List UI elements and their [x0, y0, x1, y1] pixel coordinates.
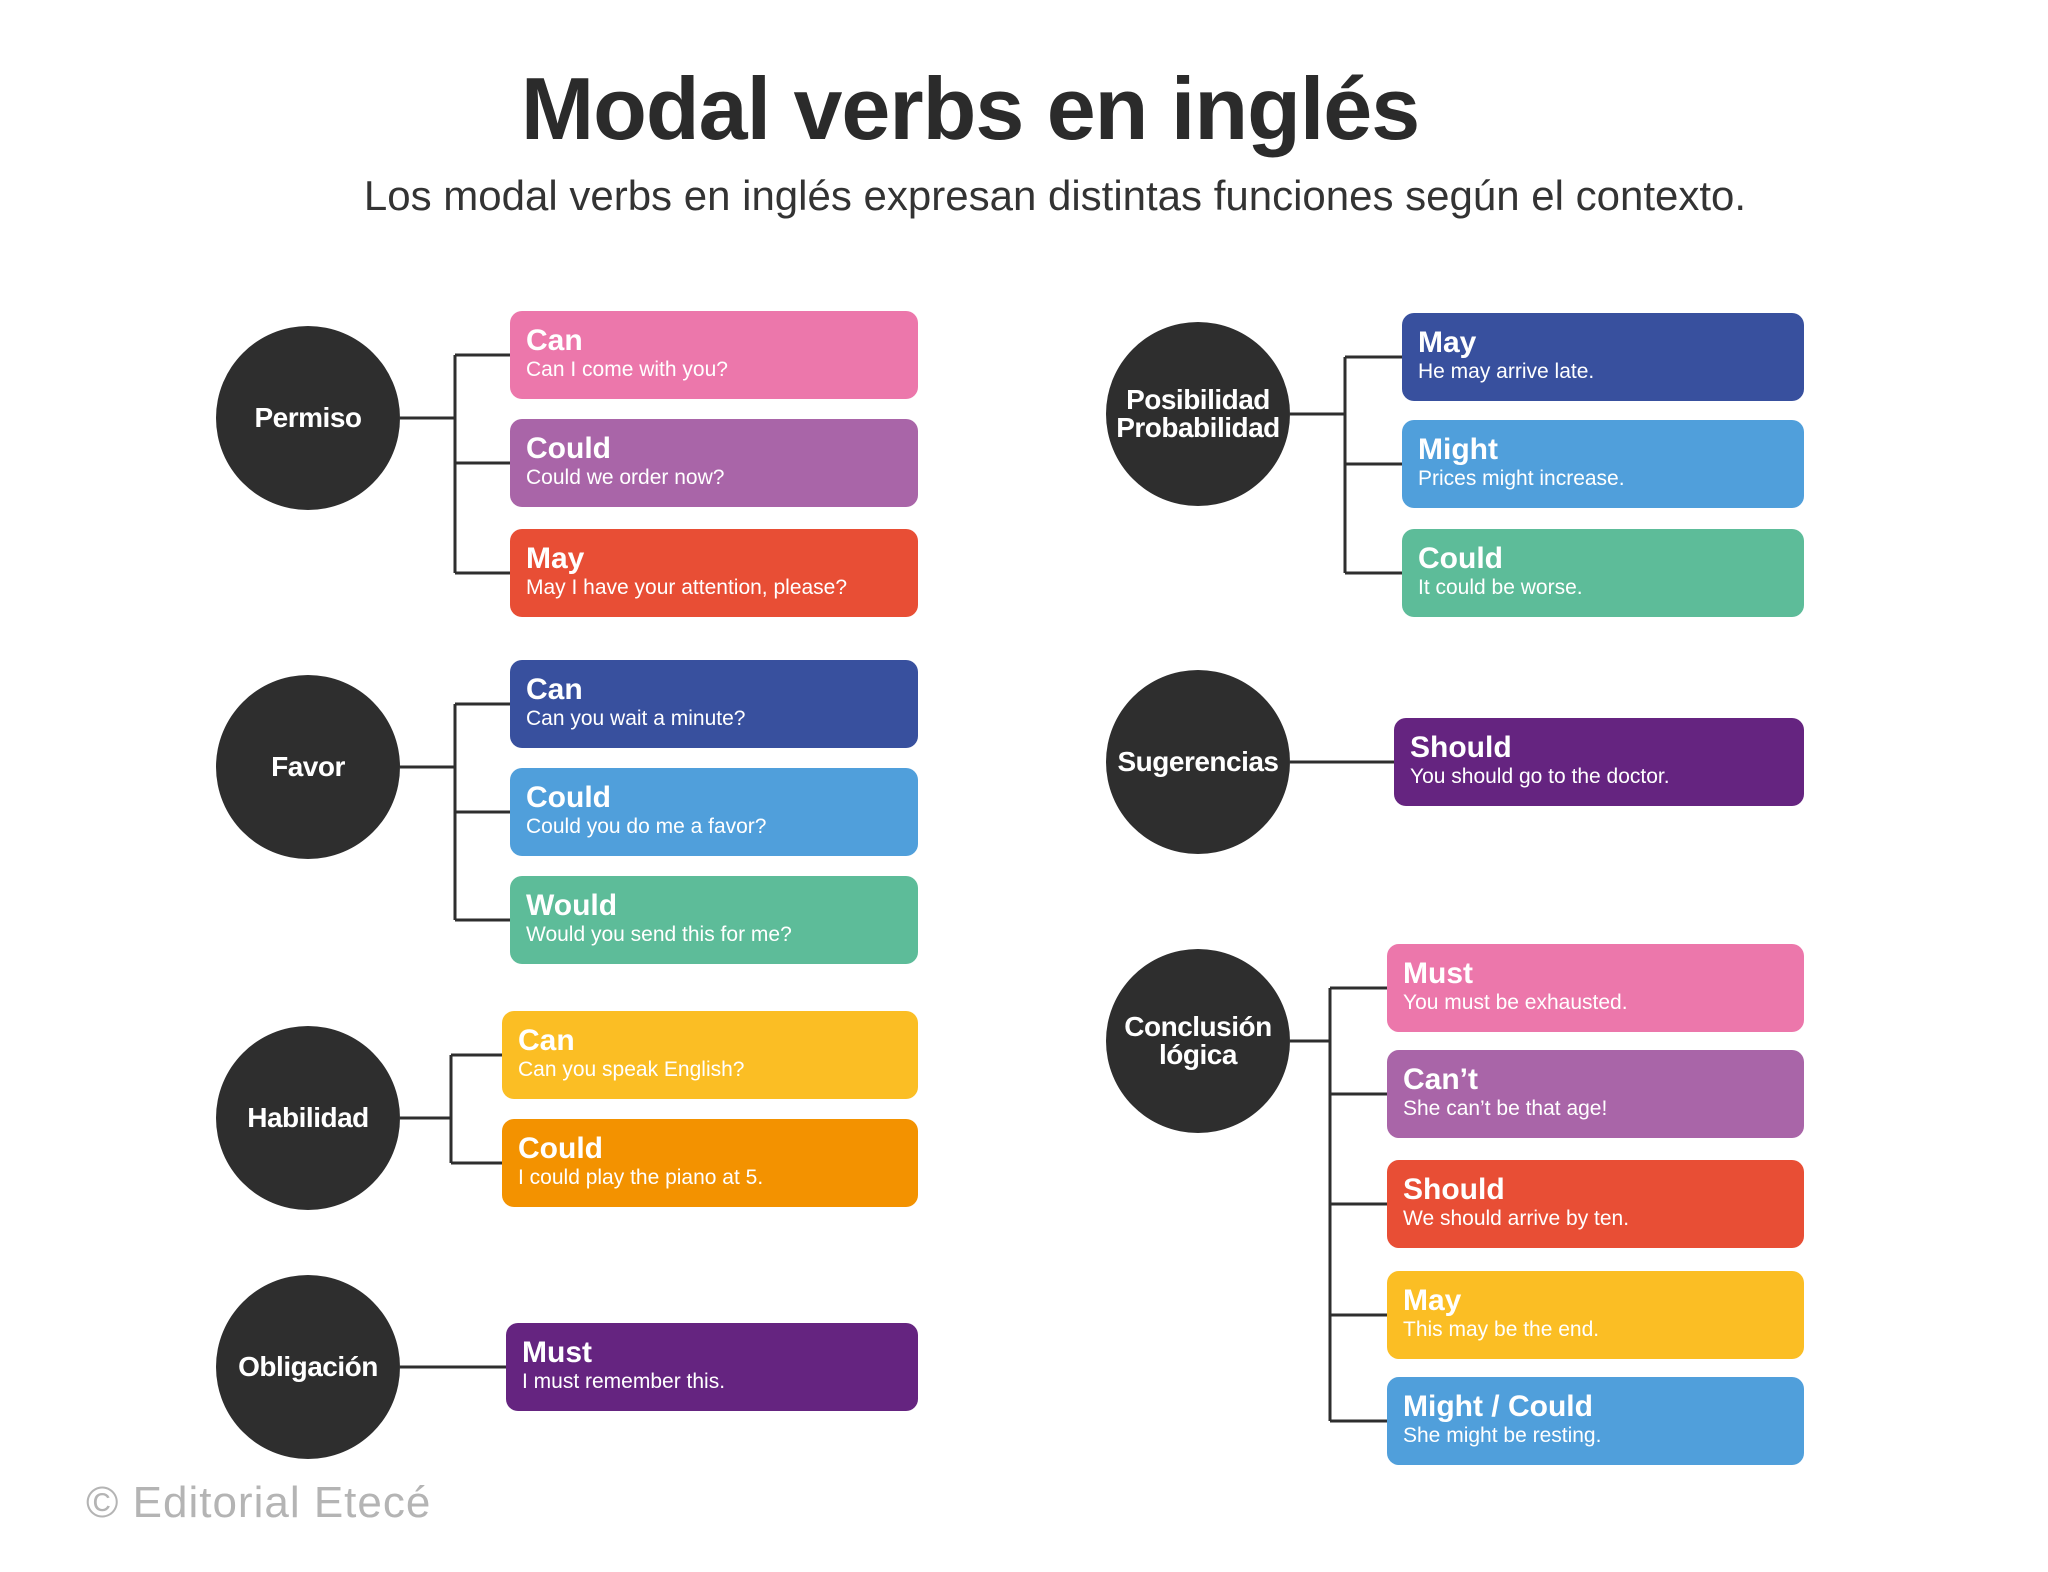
example-sentence: You should go to the doctor. [1410, 765, 1670, 788]
verb-label: May [1403, 1284, 1462, 1317]
example-sentence: Could you do me a favor? [526, 815, 767, 838]
verb-label: Could [526, 432, 611, 465]
page-title: Modal verbs en inglés [520, 59, 1420, 158]
example-sentence: May I have your attention, please? [526, 576, 848, 599]
example-sentence: Could we order now? [526, 466, 725, 489]
category-circle: Sugerencias [1106, 670, 1290, 854]
category-circle: Posibilidad Probabilidad [1106, 322, 1290, 506]
verb-label: May [1418, 326, 1477, 359]
verb-label: Can’t [1403, 1063, 1478, 1096]
verb-label: Should [1410, 731, 1512, 764]
example-sentence: He may arrive late. [1418, 360, 1595, 383]
verb-label: Must [522, 1336, 592, 1369]
verb-label: Could [1418, 542, 1503, 575]
example-sentence: It could be worse. [1418, 576, 1583, 599]
example-sentence: Can you speak English? [518, 1058, 745, 1081]
verb-label: Can [518, 1024, 575, 1057]
verb-label: Could [518, 1132, 603, 1165]
category-circle: Permiso [216, 326, 400, 510]
example-sentence: Can I come with you? [526, 358, 728, 381]
example-sentence: She might be resting. [1403, 1424, 1602, 1447]
verb-label: Can [526, 673, 583, 706]
example-sentence: We should arrive by ten. [1403, 1207, 1630, 1230]
example-sentence: Prices might increase. [1418, 467, 1625, 490]
category-circle: Conclusión lógica [1106, 949, 1290, 1133]
example-sentence: She can’t be that age! [1403, 1097, 1608, 1120]
verb-label: Can [526, 324, 583, 357]
example-sentence: You must be exhausted. [1403, 991, 1628, 1014]
verb-label: Must [1403, 957, 1473, 990]
example-sentence: Would you send this for me? [526, 923, 792, 946]
verb-label: May [526, 542, 585, 575]
category-circle: Habilidad [216, 1026, 400, 1210]
verb-label: Could [526, 781, 611, 814]
copyright-footer: © Editorial Etecé [86, 1478, 432, 1527]
verb-label: Might / Could [1403, 1390, 1593, 1423]
category-circle: Obligación [216, 1275, 400, 1459]
example-sentence: This may be the end. [1403, 1318, 1600, 1341]
page-subtitle: Los modal verbs en inglés expresan disti… [363, 172, 1747, 219]
example-sentence: I must remember this. [522, 1370, 726, 1393]
verb-label: Would [526, 889, 618, 922]
example-sentence: Can you wait a minute? [526, 707, 746, 730]
verb-label: Might [1418, 433, 1498, 466]
verb-label: Should [1403, 1173, 1505, 1206]
example-sentence: I could play the piano at 5. [518, 1166, 764, 1189]
category-circle: Favor [216, 675, 400, 859]
